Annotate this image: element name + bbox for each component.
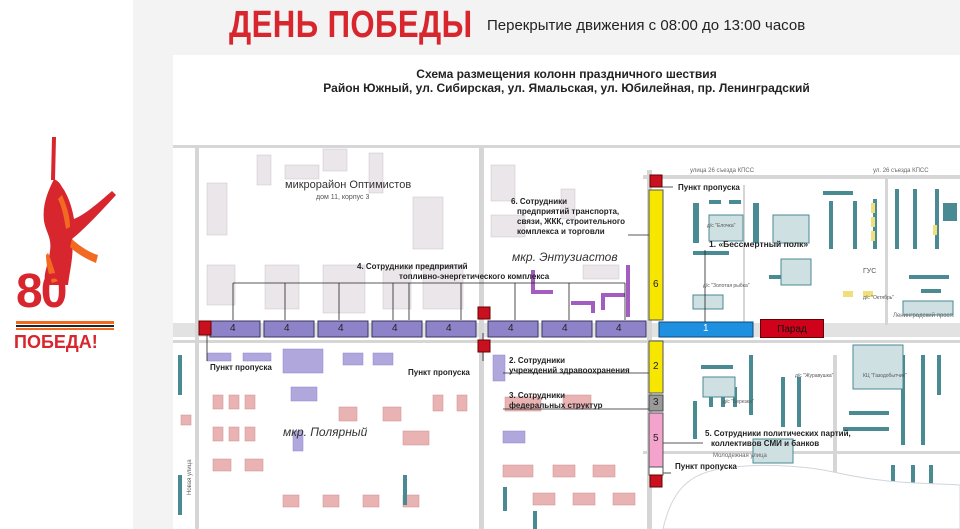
column-number: 4: [562, 323, 568, 334]
road: [833, 355, 837, 529]
group-4-label: 4. Сотрудники предприятий топливно-энерг…: [357, 262, 549, 282]
checkpoint-middle-label: Пункт пропуска: [408, 368, 470, 377]
column-number-grey: 3: [653, 397, 659, 408]
place-berezka: д/с "Березка": [723, 399, 754, 405]
column-number: 4: [284, 323, 290, 334]
place-zhuravushka: д/с "Журавушка": [795, 373, 834, 379]
parade-marker: Парад: [760, 319, 824, 338]
column-number-yellow-bottom: 2: [653, 361, 659, 372]
column-1-blue: [658, 321, 754, 338]
group-2-label: 2. Сотрудники учреждений здравоохранения: [509, 356, 630, 376]
column-number: 4: [616, 323, 622, 334]
checkpoint-left-label: Пункт пропуска: [210, 363, 272, 372]
district-polyarny: мкр. Полярный: [283, 425, 368, 439]
map-title: Схема размещения колонн праздничного шес…: [173, 67, 960, 95]
street-26-sezda: улица 26 съезда КПСС: [690, 168, 755, 174]
group-5-line-2: коллективов СМИ и банков: [711, 439, 820, 448]
group-2-line-1: 2. Сотрудники: [509, 356, 566, 365]
group-1-label: 1. «Бессмертный полк»: [709, 239, 809, 249]
group-5-label: 5. Сотрудники политических партий, колле…: [705, 429, 851, 449]
street-leningradsky: Ленинградский просп.: [893, 313, 955, 319]
group-6-label: 6. Сотрудники предприятий транспорта, св…: [511, 197, 625, 237]
map-title-line-1: Схема размещения колонн праздничного шес…: [416, 67, 717, 81]
buildings-entuziastov: [531, 265, 630, 317]
map-title-line-2: Район Южный, ул. Сибирская, ул. Ямальска…: [323, 81, 810, 95]
group-2-line-2: учреждений здравоохранения: [509, 366, 630, 375]
district-entuziastov: мкр. Энтузиастов: [512, 250, 618, 264]
water-area: [662, 464, 960, 529]
checkpoint-bottom-label: Пункт пропуска: [675, 462, 737, 471]
column-2-yellow: [648, 340, 664, 394]
column-6-yellow: [648, 189, 664, 321]
group-4-line-1: 4. Сотрудники предприятий: [357, 262, 468, 271]
district-optimists: микрорайон Оптимистов: [285, 179, 412, 191]
group-3-line-1: 3. Сотрудники: [509, 391, 566, 400]
district-optimists-house: дом 11, корпус 3: [316, 194, 370, 201]
column-row-4: [209, 320, 647, 338]
road: [173, 145, 960, 148]
street-molodezhnaya: Молодежная улица: [713, 453, 767, 459]
column-number: 4: [338, 323, 344, 334]
street-novaya: Новая улица: [187, 459, 193, 495]
page-title: ДЕНЬ ПОБЕДЫ: [229, 4, 473, 46]
road-novaya: [195, 145, 199, 529]
buildings-polyarny: [206, 348, 526, 452]
page-subtitle: Перекрытие движения с 08:00 до 13:00 час…: [487, 17, 806, 34]
road: [743, 185, 745, 323]
street-26-sezda-east: ул. 26 съезда КПСС: [873, 168, 929, 174]
group-3-label: 3. Сотрудники федеральных структур: [509, 391, 603, 411]
group-6-line-1: 6. Сотрудники: [511, 197, 568, 206]
column-number: 4: [392, 323, 398, 334]
place-gus: ГУС: [863, 268, 877, 275]
group-5-line-1: 5. Сотрудники политических партий,: [705, 429, 851, 438]
group-6-line-3: связи, ЖКК, строительного: [517, 217, 625, 226]
place-elochka: д/с "Елочка": [707, 223, 736, 229]
column-number-yellow-top: 6: [653, 279, 659, 290]
logo-number: 80: [16, 265, 67, 318]
logo-word: ПОБЕДА!: [14, 332, 98, 352]
column-end: [648, 466, 664, 476]
group-3-line-2: федеральных структур: [509, 401, 603, 410]
column-number-blue: 1: [703, 323, 709, 334]
road-yamalskaya: [479, 145, 484, 529]
column-3-grey: [648, 394, 664, 412]
parade-route-map: Схема размещения колонн праздничного шес…: [173, 55, 960, 529]
map-graphics: [173, 145, 960, 529]
place-zolotaya: д/с "Золотая рыбка": [703, 283, 750, 289]
group-6-line-2: предприятий транспорта,: [517, 207, 620, 216]
column-number: 4: [446, 323, 452, 334]
column-number: 4: [230, 323, 236, 334]
checkpoint-top-label: Пункт пропуска: [678, 183, 740, 192]
side-panel: 80 ПОБЕДА!: [0, 0, 133, 529]
checkpoints: [198, 174, 663, 488]
victory-80-logo: 80 ПОБЕДА!: [12, 135, 124, 360]
road-26-sezda: [643, 175, 960, 179]
road: [885, 175, 888, 325]
place-oktyabr: д/с "Октябрь": [863, 295, 895, 301]
column-number: 4: [508, 323, 514, 334]
buildings-yellow: [843, 203, 937, 297]
place-kdc: КЦ "Газодобытчик": [863, 373, 907, 379]
buildings-optimists: [206, 148, 620, 314]
group-6-line-4: комплекса и торговли: [517, 227, 605, 236]
group-4-line-2: топливно-энергетического комплекса: [399, 272, 550, 281]
group4-leaders: [206, 186, 706, 474]
road: [173, 340, 960, 343]
buildings-pink: [180, 394, 636, 508]
buildings-east-outlined: [692, 214, 954, 464]
road-molodezhnaya: [643, 451, 960, 454]
column-number-pink: 5: [653, 433, 659, 444]
motherland-statue-icon: [16, 137, 116, 330]
